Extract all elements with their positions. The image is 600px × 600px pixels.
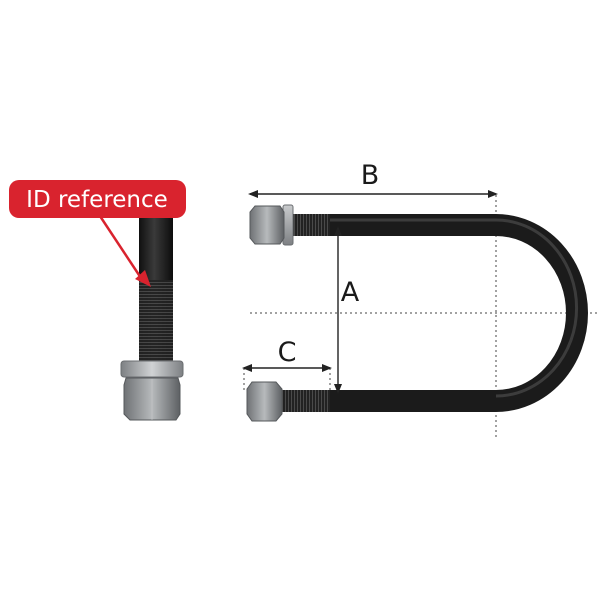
callout-box xyxy=(9,180,186,218)
dimension-c xyxy=(242,364,332,372)
id-reference-callout: ID reference xyxy=(9,180,186,287)
side-rod-thread xyxy=(139,280,173,367)
callout-leader-line xyxy=(94,209,143,279)
top-nut xyxy=(249,205,285,245)
bottom-thread xyxy=(282,390,330,412)
u-bolt xyxy=(246,204,588,422)
bottom-nut xyxy=(246,381,283,422)
side-washer xyxy=(120,360,184,378)
dimension-a xyxy=(334,226,342,394)
dimension-b-label: B xyxy=(361,160,380,191)
callout-label: ID reference xyxy=(26,187,168,213)
top-thread xyxy=(292,214,330,236)
dimension-a-label: A xyxy=(341,277,360,308)
dimension-b xyxy=(248,190,498,198)
side-view-bolt xyxy=(120,212,184,421)
dimension-c-label: C xyxy=(278,337,297,368)
callout-arrowhead xyxy=(135,270,151,287)
